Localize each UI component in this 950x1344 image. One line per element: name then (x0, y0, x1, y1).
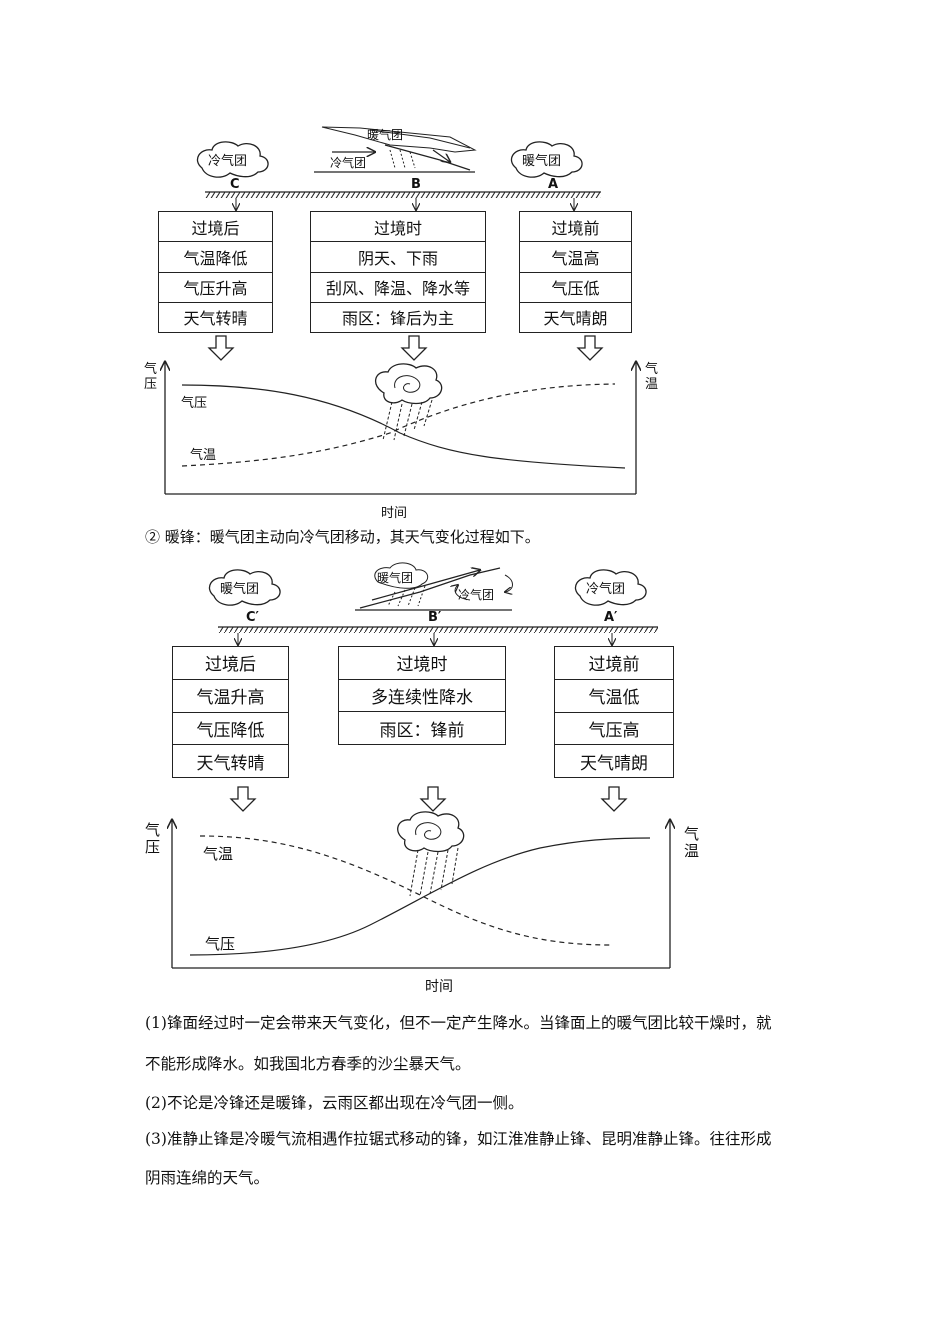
cold-during-1: 阴天、下雨 (311, 242, 485, 273)
warm-before-0: 过境前 (555, 647, 673, 680)
cold-front-ground (205, 191, 601, 210)
warm-schematic-warm-label: 暖气团 (377, 571, 414, 585)
warm-schematic-cold-label: 冷气团 (458, 588, 495, 602)
cold-after-1: 气温降低 (159, 242, 272, 273)
warm-front-ground (218, 626, 658, 645)
warm-pressure-curve (189, 837, 651, 956)
warm-after-1: 气温升高 (173, 680, 288, 713)
cold-pressure-label: 气压 (181, 396, 208, 411)
warm-after-0: 过境后 (173, 647, 288, 680)
cold-after-2: 气压升高 (159, 273, 272, 303)
cold-right-cloud-label: 暖气团 (522, 154, 562, 169)
cold-pressure-curve (181, 384, 626, 469)
warm-point-b: B′ (428, 610, 442, 625)
warm-during-box: 过境时 多连续性降水 雨区：锋前 (338, 646, 506, 745)
warm-after-3: 天气转晴 (196, 753, 265, 774)
cold-after-0: 过境后 (159, 212, 272, 243)
cold-point-b: B (411, 177, 421, 192)
warm-pressure-label: 气压 (205, 935, 236, 953)
cold-temp-label: 气温 (190, 448, 217, 463)
cold-during-2: 刮风、降温、降水等 (311, 273, 485, 303)
cold-temp-curve (181, 383, 616, 467)
warm-after-2: 气压降低 (173, 713, 288, 746)
warm-front-schematic (355, 562, 513, 611)
cold-before-0: 过境前 (520, 212, 631, 243)
cold-before-1: 气温高 (520, 242, 631, 273)
note-3b: 阴雨连绵的天气。 (145, 1169, 270, 1187)
cold-axis-right: 气温 (645, 362, 659, 392)
note-1b: 不能形成降水。如我国北方春季的沙尘暴天气。 (145, 1055, 471, 1073)
cold-front-left-cloud (196, 141, 269, 178)
warm-point-a: A′ (604, 610, 618, 625)
warm-before-2: 气压高 (555, 713, 673, 746)
cold-front-right-cloud (510, 141, 583, 178)
warm-xlabel: 时间 (425, 979, 453, 995)
cold-point-c: C (230, 177, 240, 192)
cold-schematic-warm-label: 暖气团 (367, 128, 404, 142)
cold-schematic-cold-label: 冷气团 (330, 156, 367, 170)
warm-front-left-cloud (208, 569, 281, 606)
cold-front-hollow-arrows (207, 335, 604, 361)
warm-during-2: 雨区：锋前 (379, 720, 465, 741)
note-1a: (1)锋面经过时一定会带来天气变化，但不一定产生降水。当锋面上的暖气团比较干燥时… (145, 1014, 772, 1032)
cold-xlabel: 时间 (381, 506, 408, 521)
warm-after-box: 过境后 气温升高 气压降低 天气转晴 (172, 646, 289, 778)
warm-axis-right: 气温 (684, 825, 700, 860)
warm-left-cloud-label: 暖气团 (220, 582, 260, 597)
warm-during-1: 多连续性降水 (339, 680, 505, 713)
warm-before-box: 过境前 气温低 气压高 天气晴朗 (554, 646, 674, 778)
cold-axis-left: 气压 (144, 362, 158, 392)
warm-right-cloud-label: 冷气团 (586, 582, 626, 597)
warm-front-intro: ② 暖锋：暖气团主动向冷气团移动，其天气变化过程如下。 (145, 528, 540, 546)
cold-before-box: 过境前 气温高 气压低 天气晴朗 (519, 211, 632, 333)
warm-point-c: C′ (246, 610, 259, 625)
warm-during-0: 过境时 (339, 647, 505, 680)
cold-during-box: 过境时 阴天、下雨 刮风、降温、降水等 雨区：锋后为主 (310, 211, 486, 333)
cold-during-0: 过境时 (311, 212, 485, 243)
cold-before-3: 天气晴朗 (543, 309, 608, 329)
warm-front-right-cloud (574, 569, 647, 606)
warm-before-3: 天气晴朗 (580, 753, 648, 774)
warm-temp-label: 气温 (203, 845, 234, 863)
note-2: (2)不论是冷锋还是暖锋，云雨区都出现在冷气团一侧。 (145, 1094, 524, 1112)
warm-axis-left: 气压 (145, 821, 161, 856)
warm-front-hollow-arrows (229, 786, 628, 812)
cold-front-graph (165, 362, 636, 495)
cold-during-3: 雨区：锋后为主 (341, 309, 454, 329)
cold-point-a: A (548, 177, 559, 192)
cold-front-schematic (314, 126, 477, 173)
warm-front-graph (172, 811, 670, 969)
warm-before-1: 气温低 (555, 680, 673, 713)
cold-after-box: 过境后 气温降低 气压升高 天气转晴 (158, 211, 273, 333)
cold-before-2: 气压低 (520, 273, 631, 303)
cold-after-3: 天气转晴 (183, 309, 248, 329)
warm-temp-curve (199, 835, 611, 946)
cold-left-cloud-label: 冷气团 (208, 154, 248, 169)
note-3a: (3)准静止锋是冷暖气流相遇作拉锯式移动的锋，如江淮准静止锋、昆明准静止锋。往往… (145, 1130, 772, 1148)
